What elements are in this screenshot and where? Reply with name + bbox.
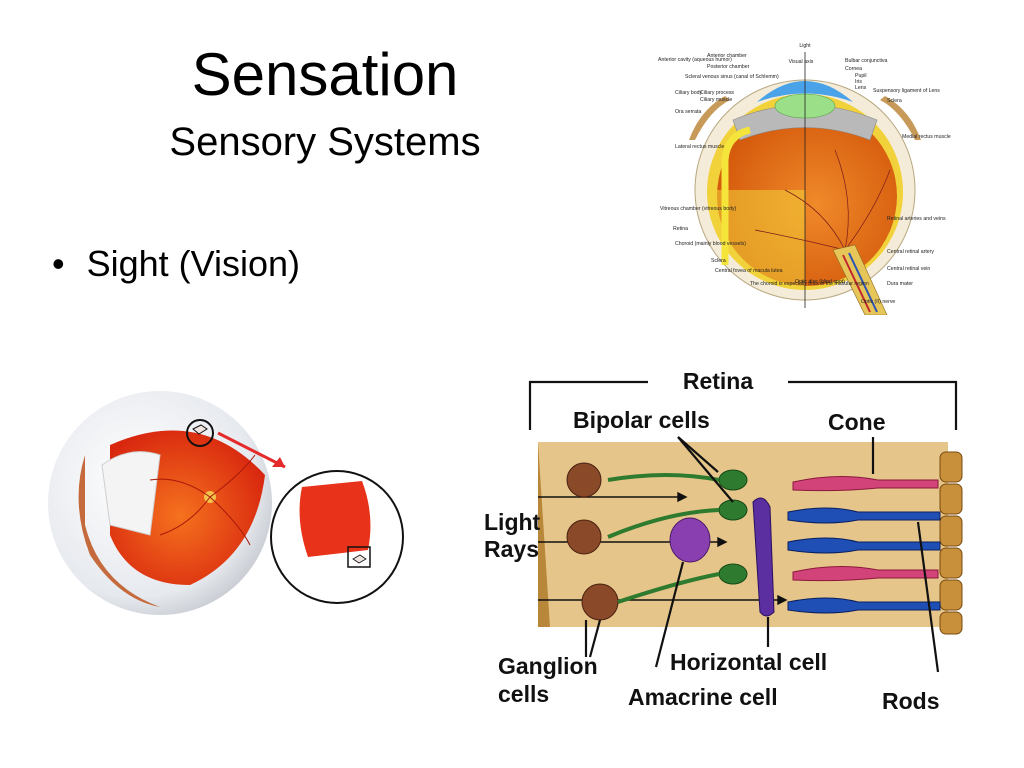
leader-lines bbox=[584, 436, 940, 673]
label-lateral-rectus: Lateral rectus muscle bbox=[675, 144, 724, 150]
label-ganglion-2: cells bbox=[498, 681, 549, 707]
retina-tissue-patch bbox=[299, 481, 371, 557]
retina-bracket bbox=[528, 380, 958, 430]
label-optic-disc: Optic disc (blind spot) bbox=[795, 279, 845, 285]
amacrine-cell bbox=[669, 517, 711, 563]
label-dura-mater: Dura mater bbox=[887, 281, 913, 287]
label-scleral-venous-sinus: Scleral venous sinus (canal of Schlemm) bbox=[685, 74, 779, 80]
slide-subtitle: Sensory Systems bbox=[169, 120, 481, 164]
label-choroid: Choroid (mainly blood vessels) bbox=[675, 241, 746, 247]
bullet-sight: • Sight (Vision) bbox=[52, 242, 300, 286]
label-sclera-bottom: Sclera bbox=[711, 258, 726, 264]
inset-sample-icon bbox=[352, 554, 367, 564]
label-cone: Cone bbox=[828, 409, 886, 435]
label-ciliary-muscle: Ciliary muscle bbox=[700, 97, 732, 103]
bullet-dot-icon: • bbox=[52, 243, 65, 284]
label-posterior-chamber: Posterior chamber bbox=[707, 64, 750, 70]
label-light-rays-2: Rays bbox=[484, 536, 539, 562]
rod-cells bbox=[787, 507, 941, 614]
medial-rectus-muscle bbox=[880, 96, 921, 140]
eye-anatomy-diagram: Light Visual axis Anterior cavity (aqueo… bbox=[658, 43, 951, 315]
label-vitreous-chamber: Vitreous chamber (vitreous body) bbox=[660, 206, 737, 212]
horizontal-cell bbox=[752, 497, 775, 617]
tissue-sample-icon bbox=[192, 424, 208, 435]
cutaway-section bbox=[714, 190, 805, 290]
label-cornea: Cornea bbox=[845, 66, 862, 72]
tissue-block-edge bbox=[538, 442, 550, 627]
central-retinal-artery bbox=[842, 254, 871, 313]
label-anterior-cavity: Anterior cavity (aqueous humor) bbox=[658, 57, 732, 63]
label-lens: Lens bbox=[855, 85, 867, 91]
label-ora-serrata: Ora serrata bbox=[675, 109, 701, 115]
label-horizontal-cell: Horizontal cell bbox=[670, 649, 827, 675]
label-light-rays-1: Light bbox=[484, 509, 541, 535]
label-amacrine-cell: Amacrine cell bbox=[628, 684, 778, 710]
label-optic-nerve: Optic (II) nerve bbox=[861, 299, 895, 305]
eyeball-cutaway-illustration bbox=[48, 391, 404, 615]
ganglion-cells bbox=[566, 462, 619, 621]
lens-cutaway bbox=[101, 451, 161, 536]
zoom-arrow-head-icon bbox=[272, 457, 285, 467]
label-ciliary-process: Ciliary process bbox=[700, 90, 734, 96]
label-central-fovea: Central fovea of macula lutea bbox=[715, 268, 783, 274]
label-visual-axis: Visual axis bbox=[789, 59, 814, 65]
slide-title: Sensation bbox=[191, 41, 459, 108]
lateral-rectus-muscle bbox=[689, 96, 730, 140]
label-choroid-note: The choroid is especially thick in the m… bbox=[750, 281, 869, 287]
label-medial-rectus: Medial rectus muscle bbox=[902, 134, 951, 140]
light-ray-arrows bbox=[538, 491, 788, 606]
label-bipolar-cells: Bipolar cells bbox=[573, 407, 710, 433]
label-central-retinal-vein: Central retinal vein bbox=[887, 266, 930, 272]
label-bulbar-conjunctiva: Bulbar conjunctiva bbox=[845, 58, 888, 64]
label-retina: Retina bbox=[683, 368, 754, 394]
label-rods: Rods bbox=[882, 688, 940, 714]
bipolar-cells bbox=[607, 469, 748, 604]
zoom-source-circle bbox=[186, 419, 214, 447]
zoom-arrow bbox=[217, 431, 286, 469]
retina-layers-diagram: Retina bbox=[484, 368, 963, 714]
label-central-retinal-artery: Central retinal artery bbox=[887, 249, 934, 255]
label-suspensory-ligament: Suspensory ligament of Lens bbox=[873, 88, 940, 94]
pigment-epithelium bbox=[939, 451, 963, 635]
label-retina: Retina bbox=[673, 226, 688, 232]
central-retinal-vein bbox=[848, 252, 878, 313]
label-pupil: Pupil bbox=[855, 73, 867, 79]
label-light: Light bbox=[799, 43, 811, 49]
retina-vessels bbox=[149, 454, 256, 546]
label-anterior-chamber: Anterior chamber bbox=[707, 53, 747, 59]
light-path-arrow bbox=[721, 126, 751, 265]
zoom-inset-box bbox=[347, 546, 371, 568]
label-ciliary-body: Ciliary body bbox=[675, 90, 703, 96]
label-ganglion-1: Ganglion bbox=[498, 653, 598, 679]
bullet-text: Sight (Vision) bbox=[86, 243, 301, 284]
retinal-vessels bbox=[754, 149, 891, 251]
cone-cells bbox=[792, 475, 939, 582]
label-sclera-top: Sclera bbox=[887, 98, 902, 104]
label-iris: Iris bbox=[855, 79, 862, 85]
label-retinal-arteries: Retinal arteries and veins bbox=[887, 216, 946, 222]
